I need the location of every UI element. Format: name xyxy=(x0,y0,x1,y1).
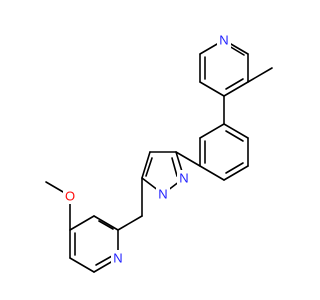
bond xyxy=(223,123,249,139)
atom-n-top: N xyxy=(217,32,231,48)
bond xyxy=(199,165,225,181)
bond xyxy=(225,162,244,174)
bond xyxy=(225,78,244,90)
bond xyxy=(175,151,201,167)
atom-o-methoxy: O xyxy=(63,188,77,204)
bond xyxy=(223,165,249,181)
atom-n-pyrazole-2: N xyxy=(177,170,191,186)
atom-n-pyrazole-1: N xyxy=(156,186,170,202)
top-pyridine-ring xyxy=(199,39,273,97)
bond xyxy=(223,81,249,97)
bond xyxy=(225,130,244,142)
bond xyxy=(141,151,151,179)
bond xyxy=(171,157,178,177)
bond xyxy=(69,257,95,273)
benzene-ring xyxy=(199,123,249,181)
atom-label-n: N xyxy=(219,33,228,48)
bond xyxy=(117,215,143,231)
bond xyxy=(228,45,245,56)
bond xyxy=(199,81,225,97)
bond xyxy=(69,215,95,231)
bond xyxy=(98,220,114,230)
bond xyxy=(199,123,225,139)
molecule-structure: N N N N O xyxy=(45,32,273,273)
atom-label-n: N xyxy=(179,171,188,186)
atom-label-o: O xyxy=(65,189,75,204)
bond xyxy=(95,255,113,266)
atom-label-n: N xyxy=(158,187,167,202)
atom-label-n: N xyxy=(113,251,122,266)
atom-n-bottom: N xyxy=(111,250,125,266)
bond xyxy=(247,67,273,83)
bond xyxy=(93,215,119,231)
bottom-pyridine-ring xyxy=(69,215,119,273)
bond xyxy=(145,157,153,177)
